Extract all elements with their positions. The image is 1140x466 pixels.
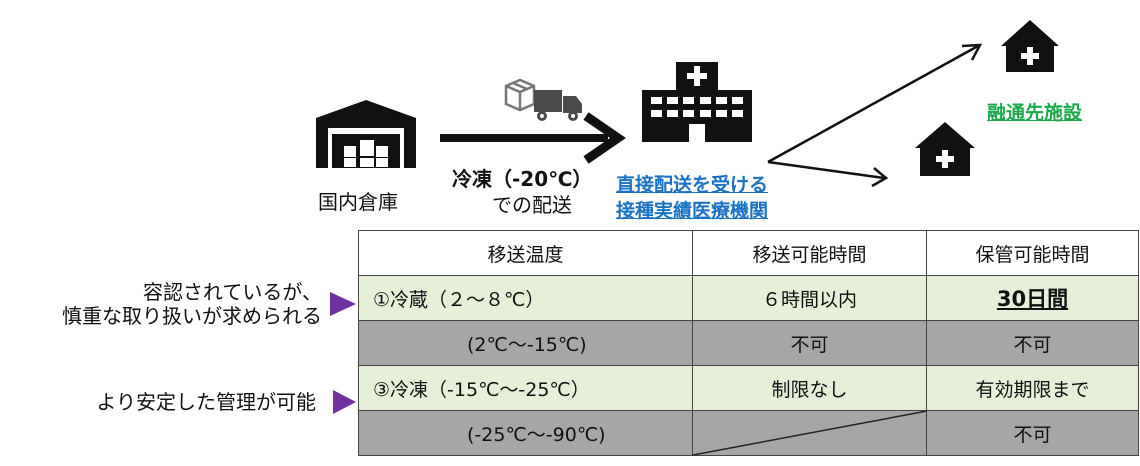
cell-storage-time: 不可 xyxy=(926,410,1139,456)
cell-transport-time: ６時間以内 xyxy=(692,275,927,321)
side-note-1-line2: 慎重な取り扱いが求められる xyxy=(62,304,322,328)
marker-triangle-2 xyxy=(333,390,356,414)
header-transport-time: 移送可能時間 xyxy=(692,230,927,276)
cell-storage-time: 30日間 xyxy=(926,275,1139,321)
cell-storage-time: 不可 xyxy=(926,320,1139,366)
warehouse-label: 国内倉庫 xyxy=(318,190,398,214)
storage-time-highlight: 30日間 xyxy=(996,287,1069,311)
cell-transport-time: 不可 xyxy=(692,320,927,366)
header-storage-time: 保管可能時間 xyxy=(926,230,1139,276)
storage-conditions-table: 移送温度 移送可能時間 保管可能時間 ①冷蔵（２～８℃） ６時間以内 30日間 … xyxy=(358,230,1139,456)
table-row: (2℃～-15℃) 不可 不可 xyxy=(358,320,1139,366)
hospital-icon xyxy=(642,62,752,142)
home-icon-middle xyxy=(915,122,975,176)
diagonal-line xyxy=(693,411,927,455)
table-row: (-25℃～-90℃) 不可 xyxy=(358,410,1139,456)
cell-transport-time: 制限なし xyxy=(692,365,927,411)
package-icon xyxy=(504,78,536,112)
side-note-1-line1: 容認されているが、 xyxy=(143,280,322,304)
shipping-arrow xyxy=(440,112,626,164)
cell-storage-time: 有効期限まで xyxy=(926,365,1139,411)
table-header-row: 移送温度 移送可能時間 保管可能時間 xyxy=(358,230,1139,276)
direct-delivery-line2[interactable]: 接種実績医療機関 xyxy=(616,200,769,222)
cell-temperature: ③冷凍（-15℃～-25℃） xyxy=(358,365,693,411)
home-icon-top xyxy=(1001,20,1059,72)
cell-transport-time-na xyxy=(692,410,927,456)
shipping-method: での配送 xyxy=(492,193,572,217)
transfer-destination-label[interactable]: 融通先施設 xyxy=(987,102,1083,124)
side-note-2: より安定した管理が可能 xyxy=(96,390,316,414)
side-note-1: 容認されているが、 慎重な取り扱いが求められる xyxy=(62,280,322,328)
header-transport-temperature: 移送温度 xyxy=(358,230,693,276)
table-row: ①冷蔵（２～８℃） ６時間以内 30日間 xyxy=(358,275,1139,321)
branch-arrows xyxy=(767,43,983,188)
direct-delivery-line1[interactable]: 直接配送を受ける xyxy=(616,174,769,196)
table-row: ③冷凍（-15℃～-25℃） 制限なし 有効期限まで xyxy=(358,365,1139,411)
cell-temperature: ①冷蔵（２～８℃） xyxy=(358,275,693,321)
shipping-condition: 冷凍（-20℃） xyxy=(452,167,593,191)
warehouse-icon xyxy=(316,100,416,168)
truck-icon xyxy=(534,90,582,121)
cell-temperature: (-25℃～-90℃) xyxy=(358,410,693,456)
marker-triangle-1 xyxy=(330,292,356,316)
cell-temperature: (2℃～-15℃) xyxy=(358,320,693,366)
